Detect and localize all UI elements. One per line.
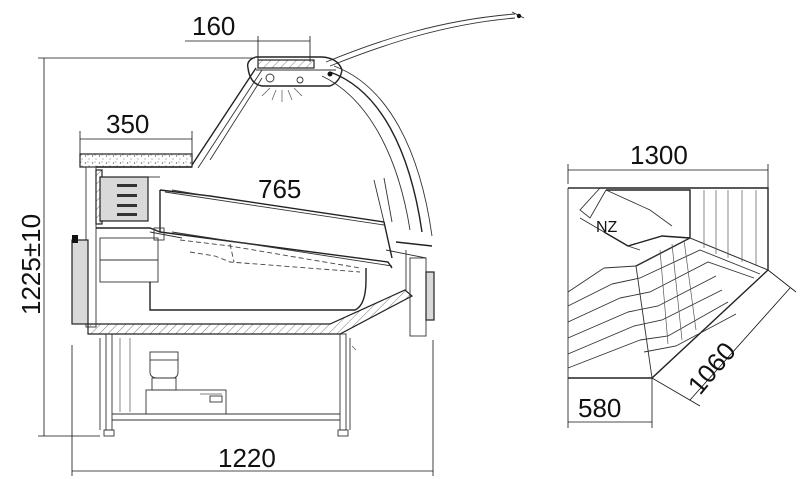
dimension-label-plan-width: 1300 bbox=[630, 140, 688, 170]
dimension-width: 1220 bbox=[71, 340, 434, 476]
worktop-stone bbox=[79, 153, 193, 168]
plan-view: 1300 580 1060 bbox=[567, 140, 797, 428]
glass-canopy bbox=[191, 11, 525, 237]
cabinet-body bbox=[71, 166, 435, 337]
dimension-label-height: 1225±10 bbox=[16, 214, 46, 315]
side-view: 160 350 1225±10 1220 bbox=[16, 11, 525, 476]
dimension-top-unit: 160 bbox=[185, 11, 311, 62]
dimension-label-width: 1220 bbox=[218, 443, 276, 473]
dimension-label-plan-depth: 580 bbox=[578, 393, 621, 423]
dimension-label-top-unit: 160 bbox=[192, 11, 235, 41]
dimension-label-worktop: 350 bbox=[106, 109, 149, 139]
dimension-label-plan-diagonal: 1060 bbox=[682, 336, 742, 400]
product-tray bbox=[149, 177, 393, 273]
dimension-plan-depth: 580 bbox=[567, 378, 653, 428]
lighting-unit bbox=[246, 56, 343, 102]
dimension-label-tray: 765 bbox=[258, 174, 301, 204]
dimension-height: 1225±10 bbox=[16, 57, 255, 437]
corner-label: NZ bbox=[596, 219, 618, 236]
dimension-worktop: 350 bbox=[79, 109, 193, 158]
dimension-plan-diagonal: 1060 bbox=[651, 269, 797, 407]
plan-outline bbox=[567, 187, 769, 379]
dimension-plan-width: 1300 bbox=[567, 140, 769, 190]
stand-frame bbox=[99, 333, 357, 437]
